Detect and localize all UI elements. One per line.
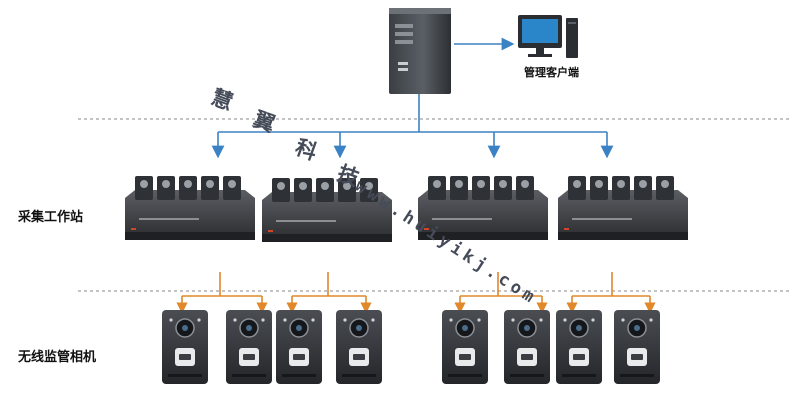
body-camera-icon (226, 310, 272, 384)
docking-station-icon (418, 176, 548, 240)
management-client-label: 管理客户端 (524, 66, 579, 79)
body-camera-icon (336, 310, 382, 384)
body-camera-icon (162, 310, 208, 384)
docking-station-icon (558, 176, 688, 240)
body-camera-icon (276, 310, 322, 384)
docking-station-icon (262, 178, 392, 242)
desktop-computer-icon (518, 15, 578, 58)
station-to-camera-connectors (176, 272, 656, 314)
collection-workstation-label: 采集工作站 (18, 210, 84, 225)
body-camera-icon (504, 310, 550, 384)
wireless-camera-label: 无线监管相机 (18, 350, 97, 365)
body-camera-icon (614, 310, 660, 384)
body-camera-icon (556, 310, 602, 384)
body-camera-icon (442, 310, 488, 384)
server-tower-icon (389, 8, 451, 94)
docking-station-icon (125, 176, 255, 240)
